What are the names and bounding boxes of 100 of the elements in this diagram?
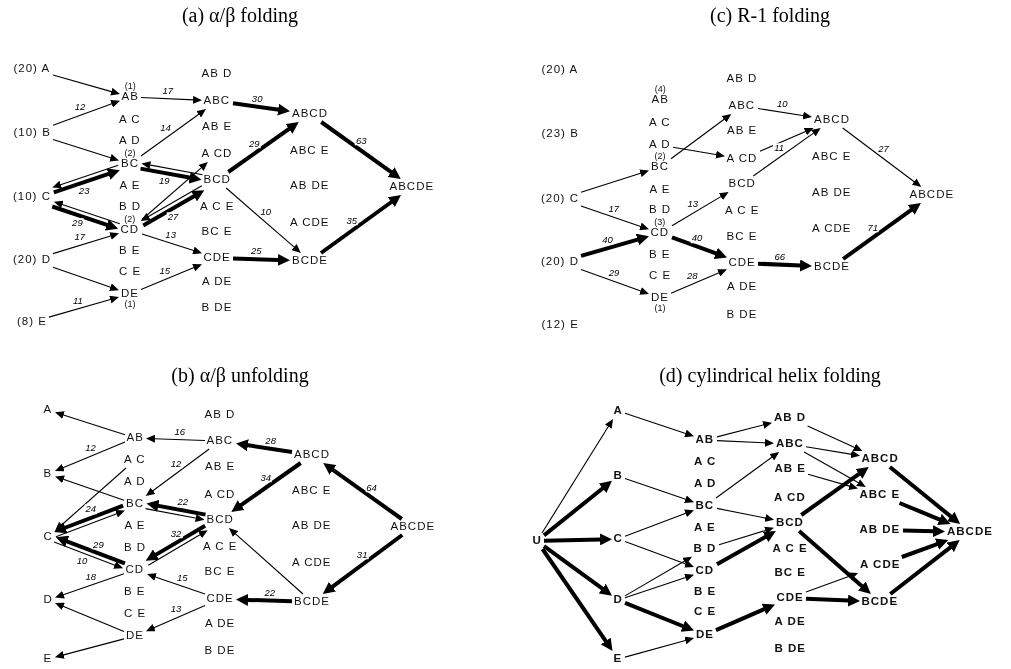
arrow — [805, 572, 859, 593]
state-label: (23) B — [541, 128, 579, 140]
state-label: A E — [649, 184, 671, 196]
arrow — [142, 190, 205, 228]
arrow — [53, 168, 120, 195]
arrow — [542, 544, 612, 596]
arrow — [232, 101, 290, 116]
count-label: (2) — [654, 152, 666, 161]
arrow — [227, 122, 299, 174]
arrow — [231, 461, 302, 513]
state-label: BCDE — [292, 255, 328, 267]
panel-title: (b) α/β unfolding — [171, 364, 309, 387]
state-label: AB D — [201, 68, 233, 80]
edge-label: 10 — [75, 556, 89, 566]
arrow — [543, 533, 612, 546]
edge-label: 13 — [686, 199, 700, 209]
arrow — [624, 573, 694, 599]
state-label: ABCDE — [389, 181, 435, 193]
state-label: BCDE — [814, 261, 850, 273]
arrow — [52, 100, 120, 126]
arrow — [805, 446, 860, 459]
state-label: AB E — [202, 121, 233, 133]
arrow — [319, 195, 401, 255]
edge-label: 30 — [250, 93, 264, 104]
arrow — [624, 477, 694, 504]
state-label: B E — [694, 586, 717, 598]
state-label: A — [43, 404, 53, 416]
state-label: A C E — [200, 201, 235, 213]
edge-label: 12 — [169, 458, 183, 469]
state-label: A C E — [203, 541, 238, 553]
arrow — [52, 164, 119, 189]
arrow — [140, 109, 206, 157]
state-label: ABCDE — [947, 526, 993, 538]
state-label: AB — [695, 434, 715, 446]
arrow — [715, 452, 780, 499]
arrow — [140, 166, 202, 184]
state-label: B D — [124, 542, 147, 554]
state-label: A C — [119, 114, 141, 126]
state-text: BC — [121, 158, 139, 170]
state-label: A CD — [774, 492, 806, 504]
state-label: C E — [649, 270, 672, 282]
edge-label: 19 — [157, 176, 171, 186]
state-label: BC — [695, 500, 715, 512]
state-label: AB D — [204, 409, 236, 421]
state-label: ABC — [776, 438, 804, 450]
state-text: CD — [650, 227, 670, 239]
edge-label: 11 — [72, 295, 84, 306]
state-label: D — [613, 594, 623, 606]
state-label: B DE — [726, 309, 758, 321]
edge-label: 22 — [176, 497, 190, 507]
edge-label: 12 — [73, 102, 87, 112]
arrow — [53, 200, 121, 225]
edge-label: 34 — [259, 473, 273, 483]
state-label: ABCD — [814, 114, 850, 126]
arrow — [52, 266, 119, 292]
count-label: (4) — [654, 85, 666, 94]
count-label: (2) — [124, 149, 136, 158]
arrow — [55, 510, 125, 538]
arrow — [624, 541, 694, 568]
state-label: AB E — [727, 125, 758, 137]
arrow — [716, 507, 775, 522]
state-label: ABC E — [290, 145, 330, 157]
state-label: A DE — [205, 618, 236, 630]
state-text: CD — [120, 224, 140, 236]
state-label: A E — [694, 522, 716, 534]
arrow — [145, 524, 207, 561]
state-label: B D — [649, 204, 672, 216]
state-label: U — [532, 535, 542, 547]
arrow — [580, 233, 649, 258]
edge-label: 63 — [354, 136, 368, 146]
state-label: A CD — [726, 153, 758, 165]
edge-label: 29 — [248, 138, 261, 149]
state-label: B D — [693, 543, 717, 555]
arrow — [800, 467, 869, 517]
arrow — [55, 573, 125, 599]
state-text: DE — [121, 288, 139, 300]
arrow — [55, 411, 126, 436]
state-label: AB DE — [292, 520, 332, 532]
arrow — [52, 74, 120, 96]
state-label: BCDE — [294, 596, 330, 608]
edge-label: 71 — [866, 222, 880, 233]
arrow — [752, 127, 821, 177]
state-label: B DE — [774, 643, 806, 655]
arrow — [715, 603, 775, 633]
state-label: BC — [126, 498, 144, 510]
state-label: A C — [124, 454, 146, 466]
edge-label: 16 — [173, 426, 187, 437]
state-label: ABCD — [861, 453, 899, 465]
panel-title: (c) R-1 folding — [710, 4, 830, 27]
state-label: C E — [694, 606, 717, 618]
arrow — [716, 438, 774, 447]
arrow — [805, 594, 860, 607]
edge-label: 66 — [773, 251, 787, 262]
state-label: A CD — [201, 148, 233, 160]
state-label: CD — [125, 564, 145, 576]
edge-label: 25 — [249, 246, 263, 256]
state-label: A — [613, 405, 623, 417]
state-label: A CDE — [860, 559, 901, 571]
arrow — [141, 161, 204, 176]
state-label: ABCDE — [909, 189, 955, 201]
